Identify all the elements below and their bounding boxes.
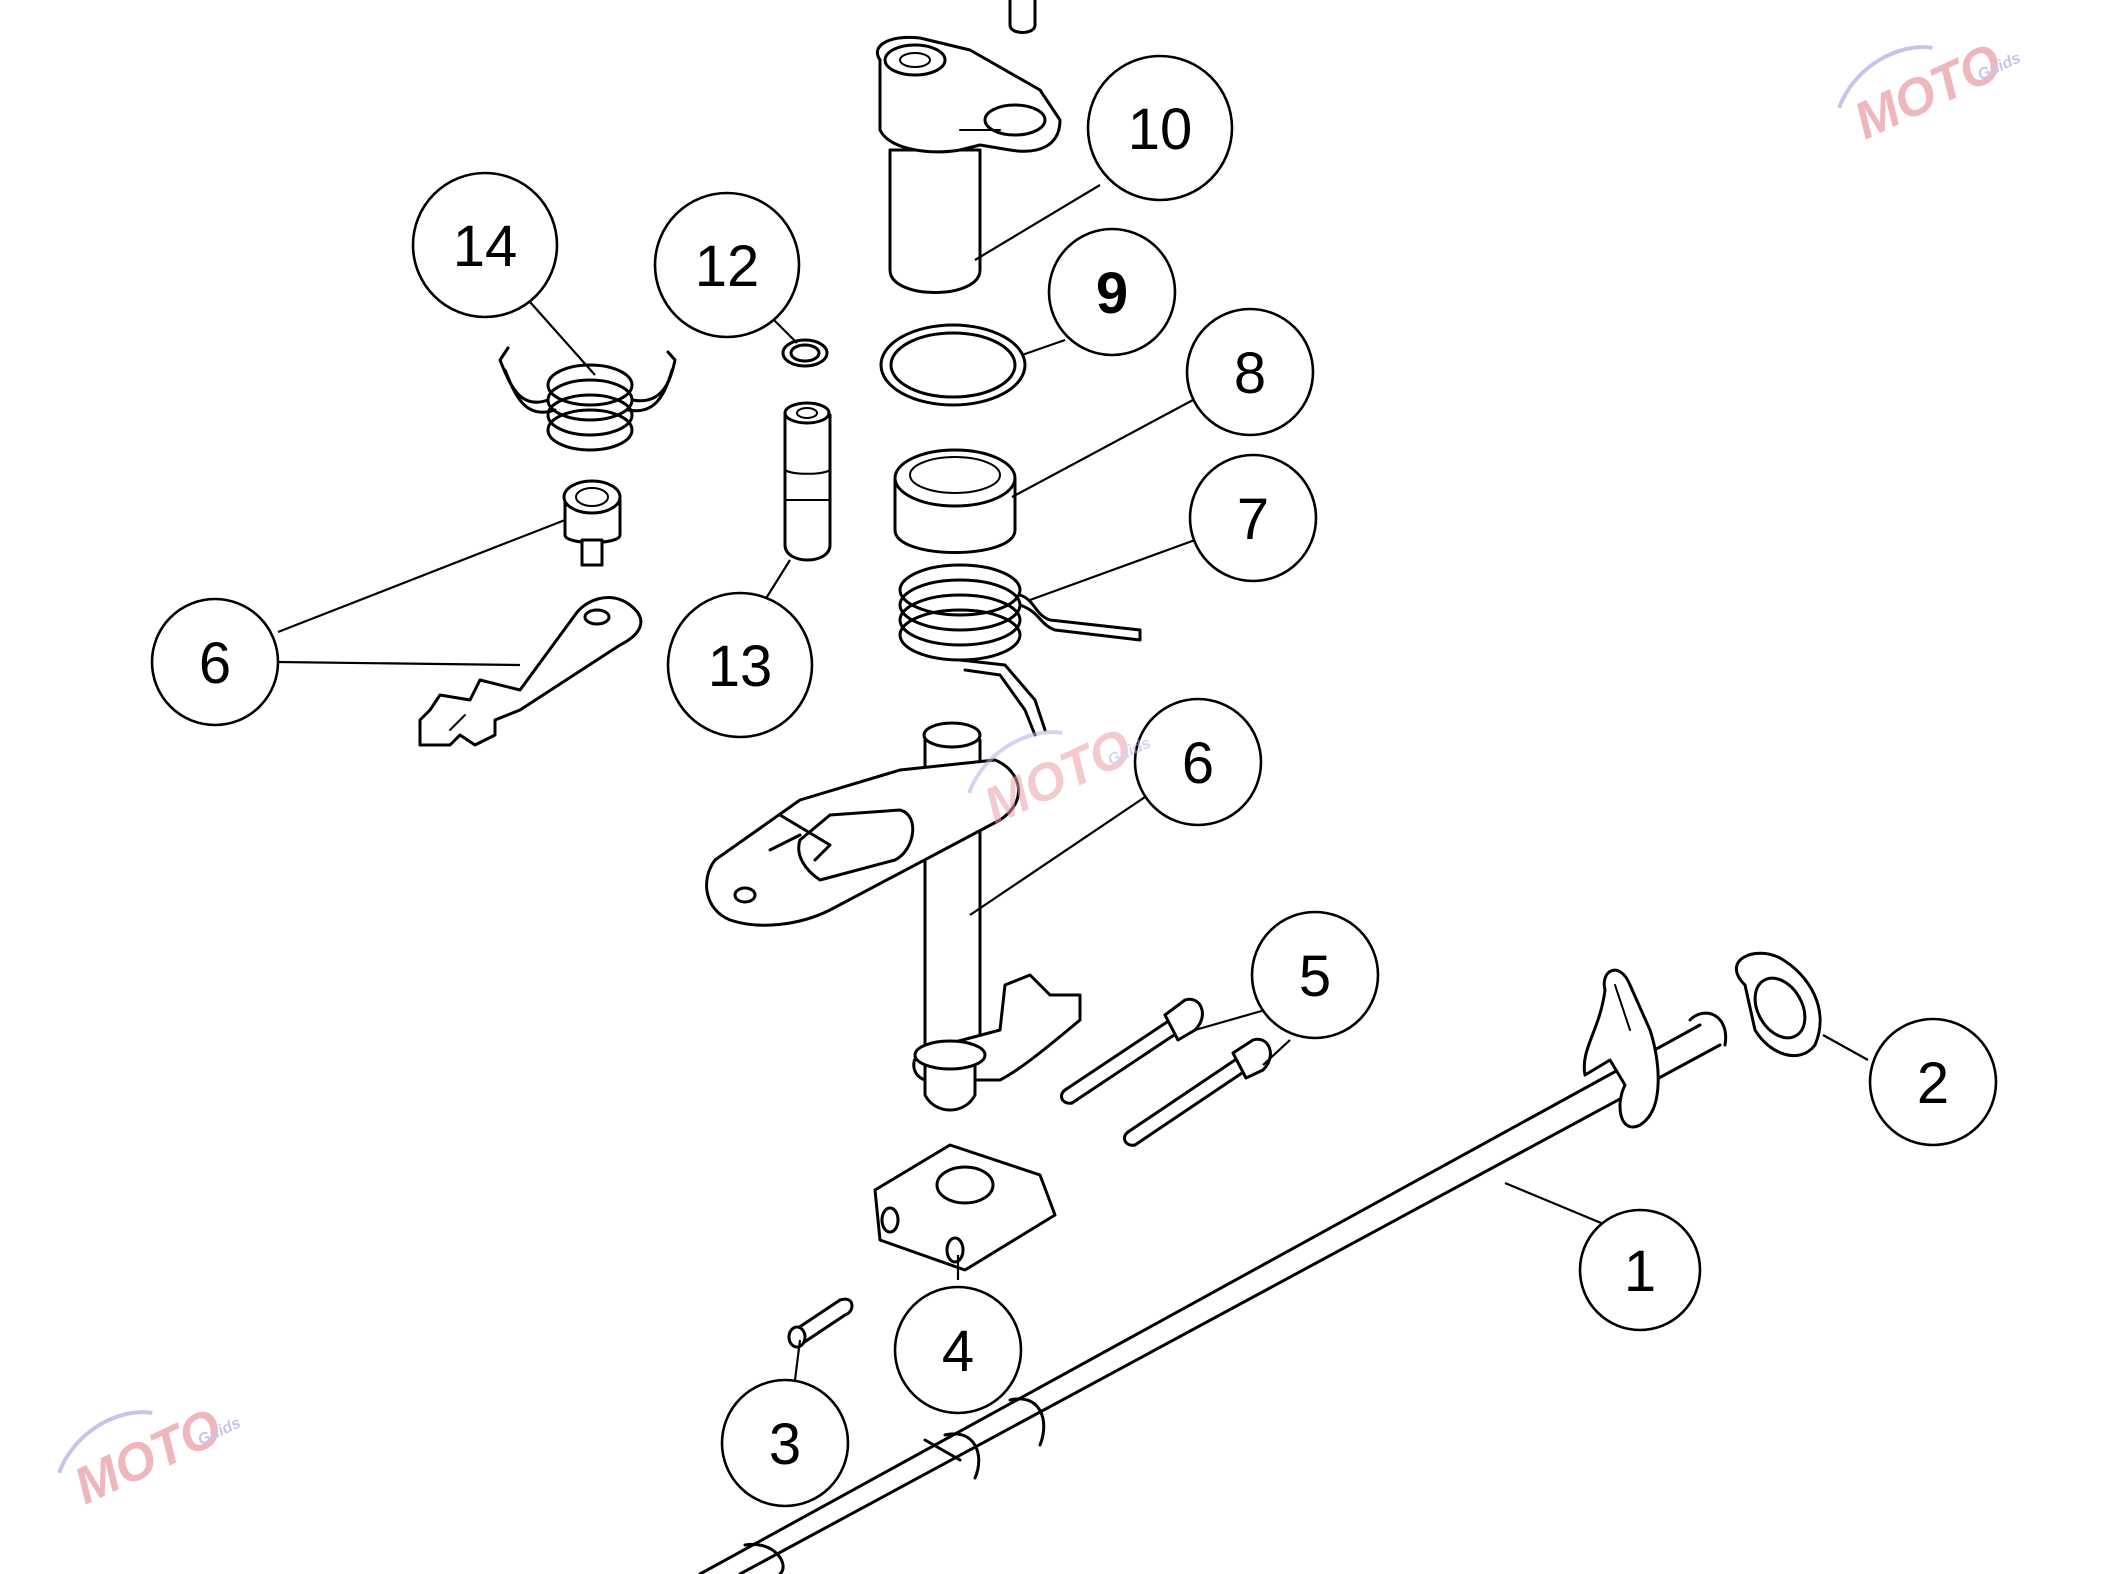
callout-2: 2	[1868, 1017, 1998, 1147]
callout-5-label: 5	[1299, 944, 1331, 1009]
part-pin	[787, 1297, 854, 1349]
callout-8-label: 8	[1234, 341, 1266, 406]
callout-4: 4	[893, 1285, 1023, 1415]
callout-12-label: 12	[695, 234, 760, 299]
part-bolts	[1060, 997, 1272, 1147]
part-coil-spring	[498, 346, 677, 452]
callout-9-label: 9	[1096, 261, 1128, 326]
callout-8: 8	[1185, 307, 1315, 437]
callout-7: 7	[1188, 453, 1318, 583]
leader-lines	[277, 184, 1869, 1381]
watermark-bottom-left: MOTO Guids	[57, 1398, 244, 1516]
part-small-bushing	[562, 479, 622, 567]
callout-3: 3	[720, 1378, 850, 1508]
part-top-shaft	[876, 0, 1062, 294]
callout-13-label: 13	[708, 634, 773, 699]
part-shaft-lever-assembly	[705, 721, 1082, 1112]
callout-6-left-label: 6	[199, 631, 231, 696]
callout-6-right: 6	[1133, 697, 1263, 827]
watermark-text: MOTO	[976, 718, 1141, 836]
watermark-text: MOTO	[1846, 33, 2011, 151]
part-o-ring	[879, 323, 1027, 407]
watermark-text: MOTO	[66, 1398, 231, 1516]
part-bushing	[893, 448, 1017, 554]
part-shift-shaft	[698, 968, 1728, 1574]
callout-3-label: 3	[769, 1412, 801, 1477]
callout-6-left: 6	[150, 597, 280, 727]
callout-1-label: 1	[1624, 1239, 1656, 1304]
part-dowel	[783, 401, 832, 562]
callout-13: 13	[666, 591, 814, 739]
callout-2-label: 2	[1917, 1051, 1949, 1116]
watermark-top-right: MOTO Guids	[1837, 33, 2024, 151]
part-washer	[1735, 951, 1822, 1058]
callout-9: 9	[1047, 227, 1177, 357]
callout-4-label: 4	[942, 1319, 974, 1384]
callout-12: 12	[653, 191, 801, 339]
callout-5: 5	[1250, 910, 1380, 1040]
callout-14: 14	[411, 171, 559, 319]
part-small-washer	[781, 338, 829, 368]
callout-10-label: 10	[1128, 97, 1193, 162]
callout-10: 10	[1086, 54, 1234, 202]
part-block	[873, 1143, 1057, 1272]
callout-1: 1	[1578, 1208, 1702, 1332]
part-torsion-spring	[898, 563, 1142, 737]
callout-6-right-label: 6	[1182, 731, 1214, 796]
callout-7-label: 7	[1237, 487, 1269, 552]
part-small-lever	[418, 596, 643, 747]
callout-14-label: 14	[453, 214, 518, 279]
